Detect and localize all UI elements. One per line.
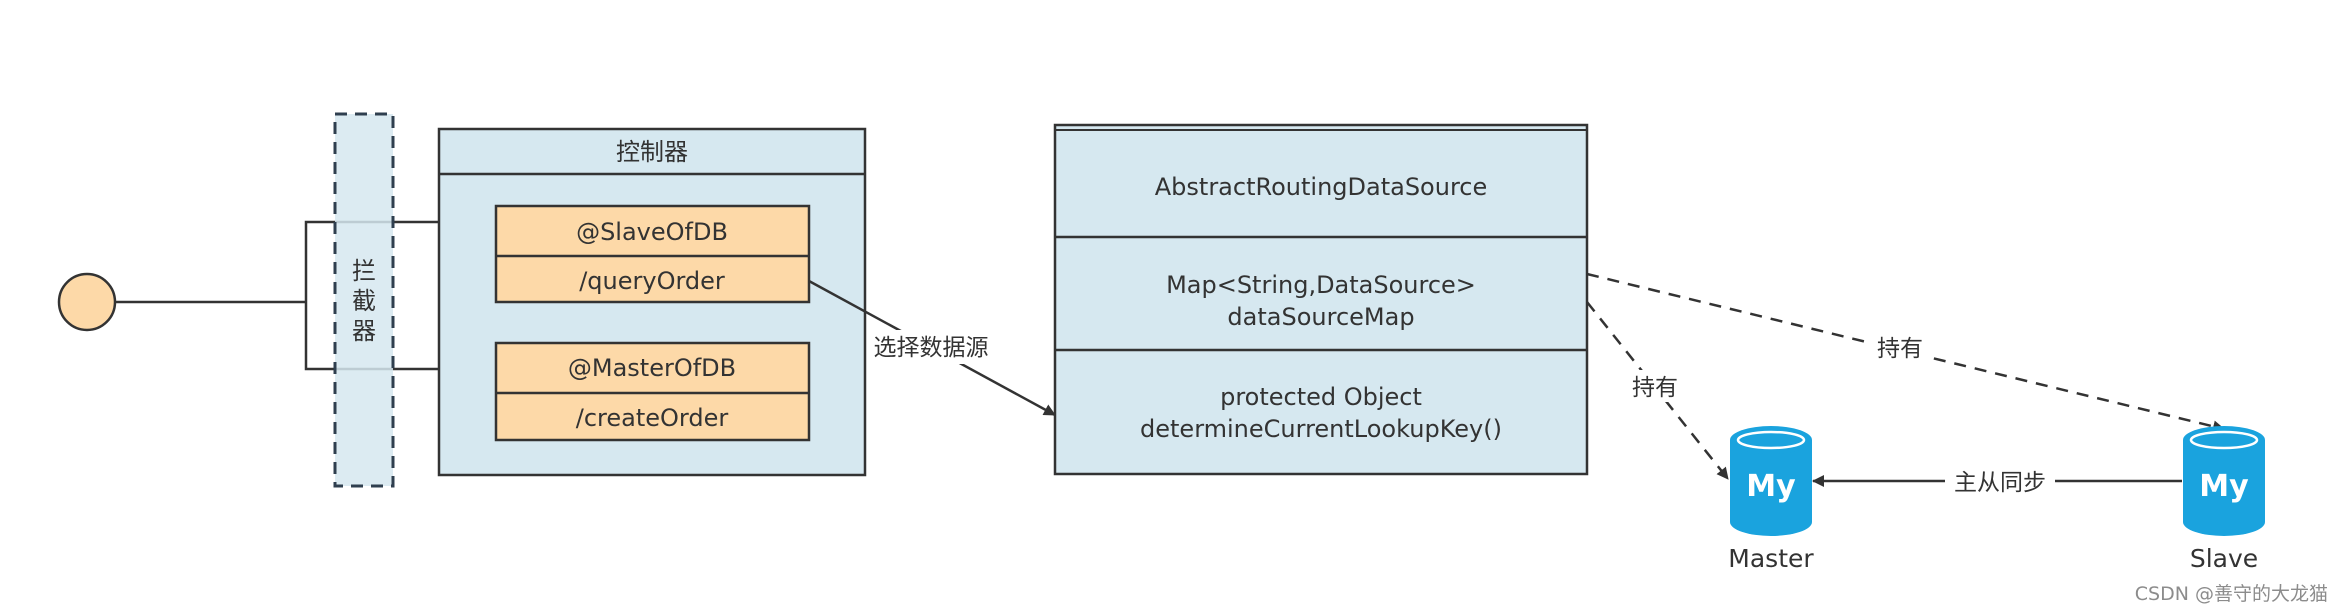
- route-to-slave-arrow: [304, 216, 493, 302]
- interceptor-box: 拦 截 器: [333, 112, 395, 488]
- slave-endpoint: @SlaveOfDB /queryOrder: [494, 204, 811, 304]
- master-annotation: @MasterOfDB: [568, 354, 736, 382]
- controller-title: 控制器: [616, 138, 688, 166]
- interceptor-label-2: 截: [352, 287, 376, 315]
- routing-method-name: determineCurrentLookupKey(): [1140, 415, 1502, 443]
- slave-method: /queryOrder: [579, 267, 725, 295]
- route-to-master-arrow: [304, 302, 493, 375]
- master-database: My Master: [1728, 426, 1814, 573]
- routing-method-modifier: protected Object: [1220, 383, 1422, 411]
- routing-class-name: AbstractRoutingDataSource: [1155, 173, 1488, 201]
- master-method: /createOrder: [576, 404, 729, 432]
- master-endpoint: @MasterOfDB /createOrder: [494, 341, 811, 442]
- slave-annotation: @SlaveOfDB: [576, 218, 728, 246]
- routing-field-type: Map<String,DataSource>: [1166, 271, 1476, 299]
- start-node: [57, 272, 117, 332]
- mysql-database-icon: My: [1730, 426, 1812, 536]
- holds-master-label: 持有: [1632, 375, 1678, 401]
- mysql-database-icon: My: [2183, 426, 2265, 536]
- sync-label: 主从同步: [1954, 470, 2046, 496]
- interceptor-label-3: 器: [352, 317, 376, 345]
- holds-slave-label: 持有: [1877, 336, 1923, 362]
- routing-datasource-box: AbstractRoutingDataSource Map<String,Dat…: [1053, 123, 1589, 476]
- master-label: Master: [1728, 544, 1814, 573]
- master-db-logo: My: [1746, 469, 1796, 504]
- interceptor-label-1: 拦: [352, 257, 376, 285]
- slave-label: Slave: [2190, 544, 2258, 573]
- select-source-label: 选择数据源: [874, 335, 989, 361]
- routing-field-name: dataSourceMap: [1227, 303, 1414, 331]
- watermark: CSDN @善守的大龙猫: [2135, 583, 2328, 605]
- holds-slave-arrow: [1586, 272, 2225, 433]
- slave-db-logo: My: [2199, 469, 2249, 504]
- controller-box: 控制器 @SlaveOfDB /queryOrder @MasterOfDB /…: [437, 127, 867, 477]
- slave-database: My Slave: [2183, 426, 2265, 573]
